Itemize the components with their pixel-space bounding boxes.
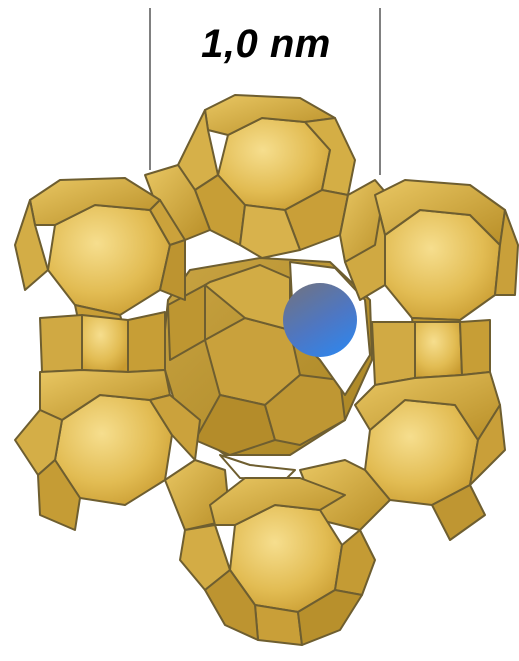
dimension-label: 1,0 nm <box>150 22 382 67</box>
right-prism <box>415 322 462 378</box>
left-top-cage-face <box>48 205 170 315</box>
right-prism-left <box>372 322 415 385</box>
left-prism-right <box>128 312 165 372</box>
channel-opening-bottom <box>220 455 295 480</box>
right-prism-right <box>460 320 490 375</box>
left-prism-left <box>40 315 82 372</box>
left-prism <box>82 315 128 372</box>
bottom-cage-right <box>335 530 375 595</box>
guest-molecule <box>283 283 357 357</box>
bottom-cage-base <box>255 605 302 645</box>
